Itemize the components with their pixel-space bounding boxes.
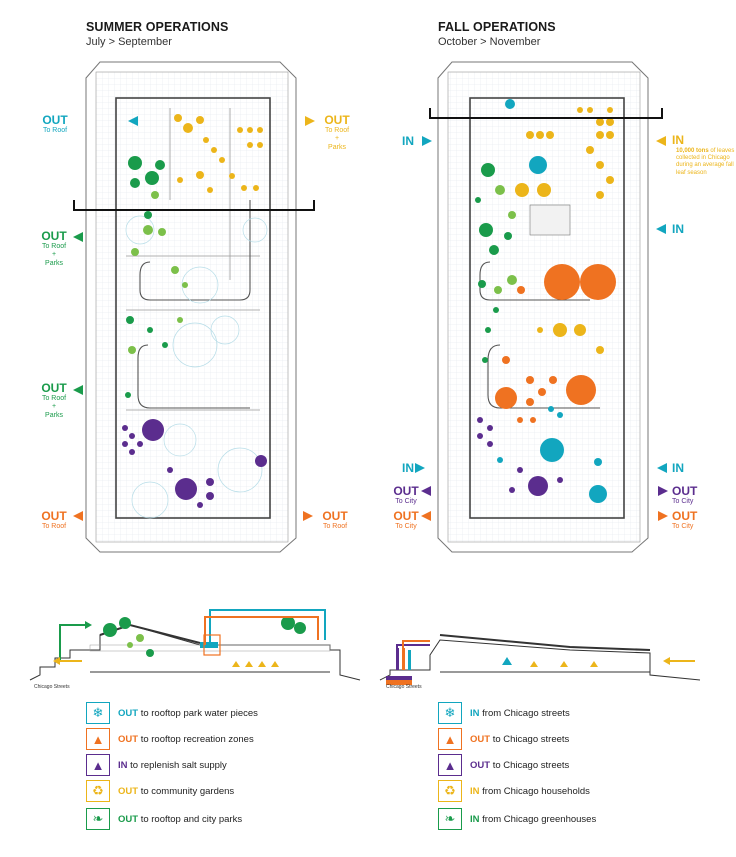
fall-title: FALL OPERATIONS xyxy=(438,20,556,34)
plans-drawing xyxy=(73,61,668,553)
summer-title: SUMMER OPERATIONS xyxy=(86,20,229,34)
mountain-icon: ▲ xyxy=(438,754,462,776)
snowflake-icon: ❄ xyxy=(86,702,110,724)
fall-arrow-yellow-in-right xyxy=(656,136,666,146)
fall-leaves-note: 10,000 tons of leaves collected in Chica… xyxy=(676,148,735,176)
fall-flow-left-low: IN xyxy=(402,461,414,475)
legend-fall-item: ❄ IN from Chicago streets xyxy=(438,700,570,726)
summer-arrow-yellow-right xyxy=(305,116,315,126)
summer-arrow-teal-left xyxy=(128,116,138,126)
summer-plan xyxy=(85,61,297,553)
fall-arrow-teal-in-left-low xyxy=(415,463,425,473)
fall-flow-right-low: IN xyxy=(672,461,684,475)
fall-flow-right-top: IN xyxy=(672,133,684,147)
fall-plan xyxy=(437,61,649,553)
summer-subtitle: July > September xyxy=(86,36,172,48)
sections-drawing xyxy=(29,609,701,685)
legend-fall-item: ▲ OUT to Chicago streets xyxy=(438,726,569,752)
legend-summer-item: ▲ IN to replenish salt supply xyxy=(86,752,227,778)
summer-flow-left-top: OUT To Roof xyxy=(42,113,68,134)
legend-summer-item: ♻ OUT to community gardens xyxy=(86,778,234,804)
legend-summer-item: ❧ OUT to rooftop and city parks xyxy=(86,806,242,832)
mountain-icon: ▲ xyxy=(86,728,110,750)
fall-arrow-orange-out-right xyxy=(658,511,668,521)
legend-summer-item: ▲ OUT to rooftop recreation zones xyxy=(86,726,254,752)
summer-arrow-green-left xyxy=(73,232,83,242)
fall-subtitle: October > November xyxy=(438,36,541,48)
snowflake-icon: ❄ xyxy=(438,702,462,724)
summer-section-cut xyxy=(73,200,315,211)
fall-flow-right-mid: IN xyxy=(672,222,684,236)
summer-flow-right-top: OUT To Roof + Parks xyxy=(324,113,350,151)
fall-arrow-teal-in-right-low xyxy=(657,463,667,473)
recycle-icon: ♻ xyxy=(438,780,462,802)
fall-section xyxy=(379,634,701,685)
legend-fall-item: ♻ IN from Chicago households xyxy=(438,778,590,804)
legend-fall-item: ❧ IN from Chicago greenhouses xyxy=(438,806,596,832)
summer-flow-right-bottom: OUT To Roof xyxy=(322,509,348,530)
mountain-icon: ▲ xyxy=(438,728,462,750)
leaf-icon: ❧ xyxy=(86,808,110,830)
fall-arrow-teal-in-right xyxy=(656,224,666,234)
leaf-icon: ❧ xyxy=(438,808,462,830)
fall-section-cut xyxy=(429,108,663,119)
legend-summer-item: ❄ OUT to rooftop park water pieces xyxy=(86,700,258,726)
summer-street-label: Chicago Streets xyxy=(34,684,70,690)
fall-arrow-teal-in-left xyxy=(422,136,432,146)
summer-arrow-orange-left xyxy=(73,511,83,521)
summer-arrow-green-left-low xyxy=(73,385,83,395)
fall-street-label: Chicago Streets xyxy=(386,684,422,690)
fall-arrow-orange-out-left xyxy=(421,511,431,521)
summer-section xyxy=(29,609,361,681)
summer-flow-left-low: OUT To Roof + Parks xyxy=(41,381,67,419)
mountain-icon: ▲ xyxy=(86,754,110,776)
summer-flow-left-bottom: OUT To Roof xyxy=(41,509,67,530)
fall-flow-left-orange: OUT To City xyxy=(393,509,419,530)
summer-arrow-orange-right xyxy=(303,511,313,521)
fall-arrow-purple-out-right xyxy=(658,486,668,496)
fall-flow-left-top: IN xyxy=(402,134,414,148)
fall-flow-right-orange: OUT To City xyxy=(672,509,698,530)
recycle-icon: ♻ xyxy=(86,780,110,802)
fall-arrow-purple-out-left xyxy=(421,486,431,496)
summer-flow-left-mid: OUT To Roof + Parks xyxy=(41,229,67,267)
fall-flow-right-purple: OUT To City xyxy=(672,484,698,505)
legend-fall-item: ▲ OUT to Chicago streets xyxy=(438,752,569,778)
fall-flow-left-purple: OUT To City xyxy=(393,484,419,505)
